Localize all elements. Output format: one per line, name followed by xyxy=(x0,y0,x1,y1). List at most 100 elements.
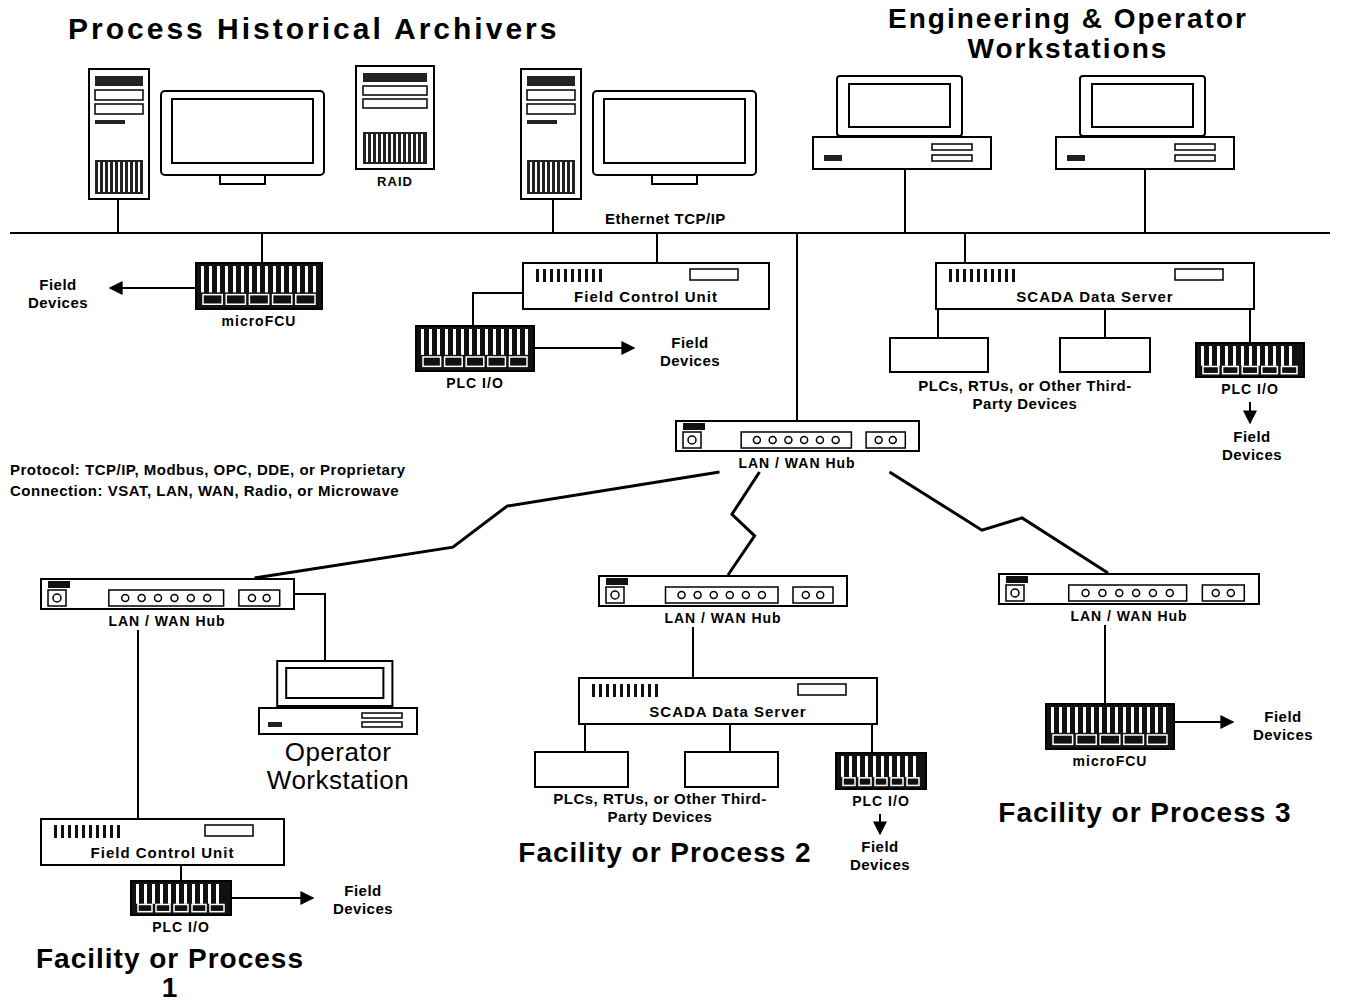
drawing-circle xyxy=(758,592,765,599)
drawing-circle xyxy=(1011,589,1019,597)
archiver-tower xyxy=(89,69,149,199)
drawing-rect xyxy=(362,722,402,727)
drawing-circle xyxy=(742,592,749,599)
drawing-rect xyxy=(857,756,860,777)
drawing-rect xyxy=(585,269,588,282)
drawing-rect xyxy=(1202,585,1244,601)
drawing-rect xyxy=(690,269,738,280)
hub-icon xyxy=(598,575,848,607)
drawing-rect xyxy=(606,684,609,697)
drawing-rect xyxy=(891,778,903,786)
drawing-circle xyxy=(611,591,619,599)
label-text: Connection: VSAT, LAN, WAN, Radio, or Mi… xyxy=(10,482,399,500)
network-link xyxy=(180,866,182,880)
drawing-rect xyxy=(363,99,427,108)
rack-icon xyxy=(195,262,323,310)
node-text: PLC I/O xyxy=(446,375,504,392)
drawing-circle xyxy=(802,592,809,599)
drawing-rect xyxy=(956,269,959,282)
drawing-rect xyxy=(1257,346,1260,366)
drawing-rect xyxy=(396,134,398,162)
drawing-rect xyxy=(201,266,204,292)
drawing-rect xyxy=(416,326,534,371)
drawing-circle xyxy=(203,595,210,602)
wireless-link xyxy=(890,472,1109,573)
drawing-circle xyxy=(248,595,255,602)
drawing-circle xyxy=(832,437,839,444)
drawing-rect xyxy=(391,134,393,162)
drawing-rect xyxy=(1233,346,1236,366)
drawing-rect xyxy=(411,134,413,162)
drawing-rect xyxy=(641,684,644,697)
drawing-rect xyxy=(557,269,560,282)
pc-icon xyxy=(258,660,418,735)
node-text: PLC I/O xyxy=(1221,381,1279,398)
drawing-rect xyxy=(265,266,268,292)
drawing-circle xyxy=(800,437,807,444)
field-arrow xyxy=(1175,721,1233,723)
label-text: Field Devices xyxy=(1238,708,1328,744)
node-text: RAID xyxy=(377,173,413,190)
label-text: Field Devices xyxy=(18,276,98,312)
drawing-rect xyxy=(841,756,844,777)
drawing-rect xyxy=(592,684,595,697)
field-arrow xyxy=(1249,402,1251,423)
drawing-circle xyxy=(138,595,145,602)
drawing-rect xyxy=(1262,366,1278,373)
unit-icon xyxy=(937,264,1253,284)
drawing-rect xyxy=(1059,707,1062,733)
drawing-rect xyxy=(305,266,308,292)
drawing-rect xyxy=(205,825,253,836)
rack-node: microFCU xyxy=(195,262,323,330)
drawing-circle xyxy=(688,436,696,444)
drawing-rect xyxy=(226,295,245,305)
drawing-rect xyxy=(1083,707,1086,733)
unit-node: SCADA Data Server xyxy=(935,262,1255,310)
drawing-rect xyxy=(200,884,203,904)
drawing-rect xyxy=(75,825,78,838)
drawing-rect xyxy=(168,884,171,904)
drawing-circle xyxy=(889,437,896,444)
hub-node: LAN / WAN Hub xyxy=(675,420,920,472)
drawing-rect xyxy=(998,269,1001,282)
rack-icon xyxy=(1195,342,1305,378)
drawing-rect xyxy=(1147,707,1150,733)
drawing-rect xyxy=(356,66,434,169)
drawing-rect xyxy=(949,269,952,282)
drawing-rect xyxy=(184,884,187,904)
hub-icon xyxy=(40,578,295,610)
drawing-rect xyxy=(1201,346,1204,366)
drawing-rect xyxy=(61,825,64,838)
drawing-rect xyxy=(666,587,779,603)
drawing-rect xyxy=(429,329,432,355)
drawing-circle xyxy=(784,437,791,444)
rack-node: microFCU xyxy=(1045,703,1175,770)
ethernet-bus xyxy=(10,170,1330,752)
label-text: Ethernet TCP/IP xyxy=(605,210,726,228)
drawing-rect xyxy=(196,263,322,309)
drawing-rect xyxy=(477,329,480,355)
drawing-rect xyxy=(136,884,139,904)
drawing-rect xyxy=(257,266,260,292)
drawing-circle xyxy=(1082,590,1089,597)
bus-drop xyxy=(118,170,1145,233)
drawing-rect xyxy=(209,266,212,292)
hub-icon xyxy=(675,420,920,452)
drawing-rect xyxy=(873,756,876,777)
drawing-rect xyxy=(543,269,546,282)
drawing-rect xyxy=(423,357,441,366)
drawing-rect xyxy=(176,884,179,904)
drawing-rect xyxy=(371,134,373,162)
drawing-circle xyxy=(1133,590,1140,597)
drawing-rect xyxy=(416,134,418,162)
rack-node: PLC I/O xyxy=(1195,342,1305,398)
drawing-rect xyxy=(1289,346,1292,366)
drawing-rect xyxy=(970,269,973,282)
node-text: LAN / WAN Hub xyxy=(108,613,225,630)
drawing-rect xyxy=(676,421,919,451)
drawing-circle xyxy=(816,437,823,444)
drawing-rect xyxy=(286,668,383,698)
drawing-rect xyxy=(273,266,276,292)
drawing-circle xyxy=(1116,590,1123,597)
drawing-rect xyxy=(875,778,887,786)
